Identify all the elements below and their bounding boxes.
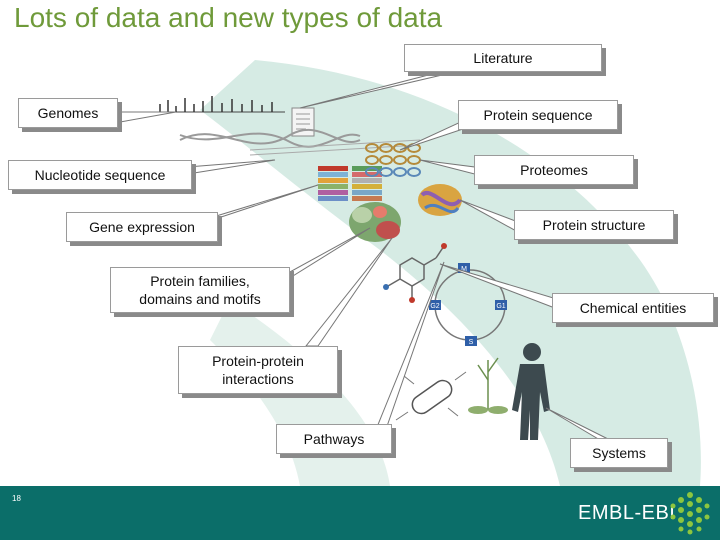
bacterium-graphic bbox=[395, 371, 467, 421]
page-number: 18 bbox=[12, 494, 21, 503]
label-literature: Literature bbox=[404, 44, 602, 72]
slide-title: Lots of data and new types of data bbox=[14, 2, 443, 33]
dna-helix-graphic bbox=[179, 128, 361, 148]
protein-ribbon-graphic bbox=[418, 184, 462, 216]
label-proteomes: Proteomes bbox=[474, 155, 634, 185]
plant-graphic bbox=[468, 357, 508, 414]
cycle-label: G2 bbox=[430, 303, 439, 310]
cycle-label: M bbox=[461, 266, 467, 273]
cycle-label: G1 bbox=[496, 303, 505, 310]
label-protein-structure: Protein structure bbox=[514, 210, 674, 240]
label-gene-expression: Gene expression bbox=[66, 212, 218, 242]
label-genomes: Genomes bbox=[18, 98, 118, 128]
label-pathways: Pathways bbox=[276, 424, 392, 454]
label-nucleotide-sequence: Nucleotide sequence bbox=[8, 160, 192, 190]
human-silhouette-graphic bbox=[512, 343, 550, 440]
footer-bar: 18 EMBL-EBI bbox=[0, 486, 720, 540]
chemical-molecule-graphic bbox=[383, 243, 447, 303]
data-types-illustration: M G1 S G2 bbox=[119, 60, 701, 486]
cycle-label: S bbox=[469, 339, 474, 346]
embl-ebi-logo-icon bbox=[670, 492, 710, 535]
label-systems: Systems bbox=[570, 438, 668, 468]
label-protein-sequence: Protein sequence bbox=[458, 100, 618, 130]
cell-cycle-graphic: M G1 S G2 bbox=[429, 263, 507, 346]
label-protein-families: Protein families, domains and motifs bbox=[110, 267, 290, 313]
brand-name: EMBL-EBI bbox=[578, 502, 676, 524]
label-protein-protein-interactions: Protein-protein interactions bbox=[178, 346, 338, 394]
label-chemical-entities: Chemical entities bbox=[552, 293, 714, 323]
